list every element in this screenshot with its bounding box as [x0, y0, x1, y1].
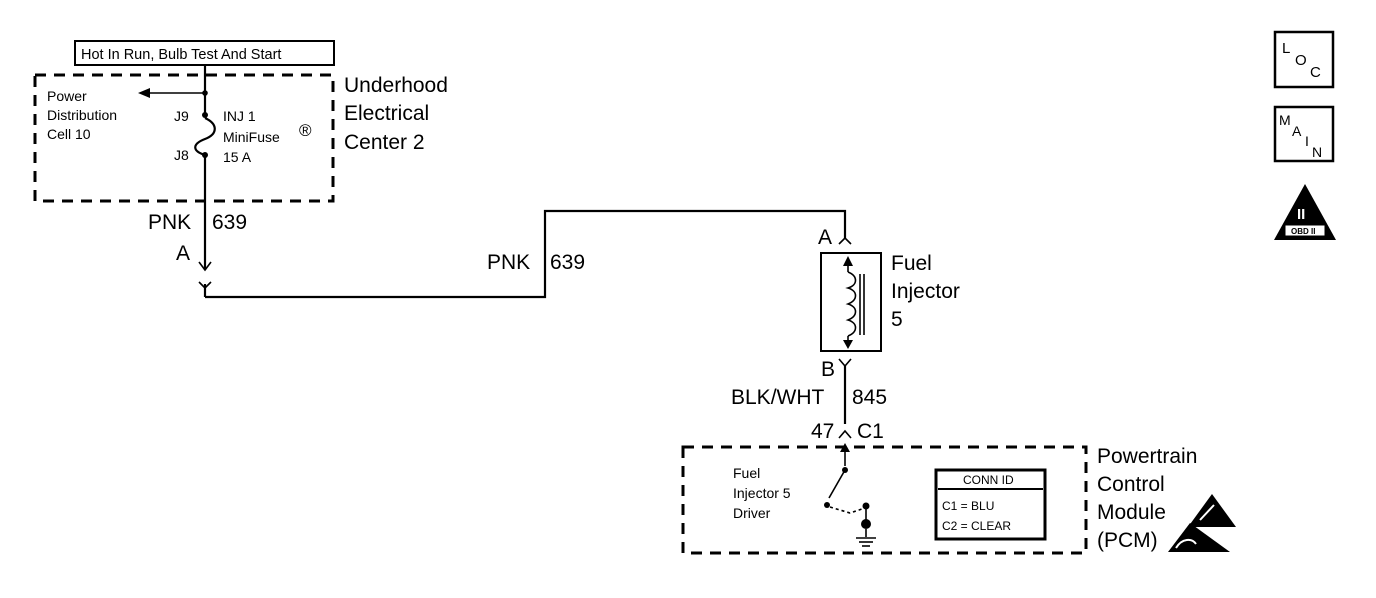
underhood-title-line-2: Electrical [344, 102, 429, 125]
svg-text:OBD II: OBD II [1291, 227, 1315, 236]
pin-j8-label: J8 [174, 147, 189, 163]
hot-in-run-text: Hot In Run, Bulb Test And Start [81, 47, 281, 63]
pcm-title-line-3: Module [1097, 501, 1166, 524]
injector-label-line-1: Fuel [891, 252, 932, 275]
power-distribution-line-1: Power [47, 88, 87, 104]
svg-text:C: C [1310, 64, 1321, 81]
svg-text:M: M [1279, 112, 1291, 128]
fuse-feed-circuit: J9 J8 INJ 1 MiniFuse 15 A ® [138, 65, 312, 165]
obd-ii-icon[interactable]: II OBD II [1274, 184, 1336, 240]
pcm-title-line-1: Powertrain [1097, 445, 1197, 468]
arrow-left-icon [138, 88, 150, 98]
pnk-color-right: PNK [487, 251, 530, 274]
pnk-color-left: PNK [148, 211, 191, 234]
fuse-line-1: INJ 1 [223, 108, 256, 124]
underhood-electrical-center: Underhood Electrical Center 2 Power Dist… [33, 73, 448, 203]
svg-text:A: A [1292, 123, 1302, 139]
pnk-circuit-right: 639 [550, 251, 585, 274]
loc-icon[interactable]: L O C [1273, 30, 1335, 89]
power-distribution-line-3: Cell 10 [47, 126, 91, 142]
ground-icon [856, 537, 876, 547]
pcm-connector-c1: C1 [857, 420, 884, 443]
fuel-injector-5: A Fuel Injector 5 B [818, 226, 960, 381]
blk-color: BLK/WHT [731, 386, 825, 409]
svg-text:L: L [1282, 40, 1290, 57]
pcm-title-line-4: (PCM) [1097, 529, 1158, 552]
injector-label-line-2: Injector [891, 280, 960, 303]
injector-coil-symbol [845, 271, 857, 337]
esd-warning-icon [1188, 494, 1236, 527]
underhood-title-line-3: Center 2 [344, 131, 425, 154]
power-distribution-line-2: Distribution [47, 107, 117, 123]
injector-label-line-3: 5 [891, 308, 903, 331]
connector-a-left: A [176, 242, 190, 265]
svg-text:I: I [1305, 133, 1309, 149]
driver-line-2: Injector 5 [733, 485, 791, 501]
conn-id-header: CONN ID [963, 473, 1014, 487]
connector-b-injector: B [821, 358, 835, 381]
underhood-title-line-1: Underhood [344, 74, 448, 97]
esd-warning-icon-2 [1168, 523, 1230, 552]
connector-a-injector: A [818, 226, 832, 249]
svg-text:II: II [1297, 206, 1305, 223]
hot-in-run-label: Hot In Run, Bulb Test And Start [74, 40, 335, 66]
main-icon[interactable]: M A I N [1273, 105, 1335, 163]
blk-circuit: 845 [852, 386, 887, 409]
pnk-639-wire: PNK 639 A PNK 639 [148, 155, 847, 299]
fuse-line-3: 15 A [223, 149, 252, 165]
conn-id-table: CONN ID C1 = BLU C2 = CLEAR [934, 468, 1047, 541]
fuse-symbol [194, 117, 216, 157]
powertrain-control-module: Powertrain Control Module (PCM) Fuel I [681, 443, 1236, 555]
fuse-registered-mark: ® [299, 121, 312, 140]
svg-text:O: O [1295, 52, 1307, 69]
svg-text:N: N [1312, 144, 1322, 160]
pcm-title-line-2: Control [1097, 473, 1165, 496]
pnk-circuit-left: 639 [212, 211, 247, 234]
pcm-pin-47: 47 [811, 420, 834, 443]
driver-switch-contact [828, 469, 846, 499]
driver-line-3: Driver [733, 505, 771, 521]
conn-id-row-1: C1 = BLU [942, 499, 994, 513]
blk-wht-845-wire: BLK/WHT 845 47 C1 [731, 366, 887, 443]
conn-id-row-2: C2 = CLEAR [942, 519, 1011, 533]
driver-line-1: Fuel [733, 465, 760, 481]
pin-j9-label: J9 [174, 108, 189, 124]
fuse-line-2: MiniFuse [223, 129, 280, 145]
